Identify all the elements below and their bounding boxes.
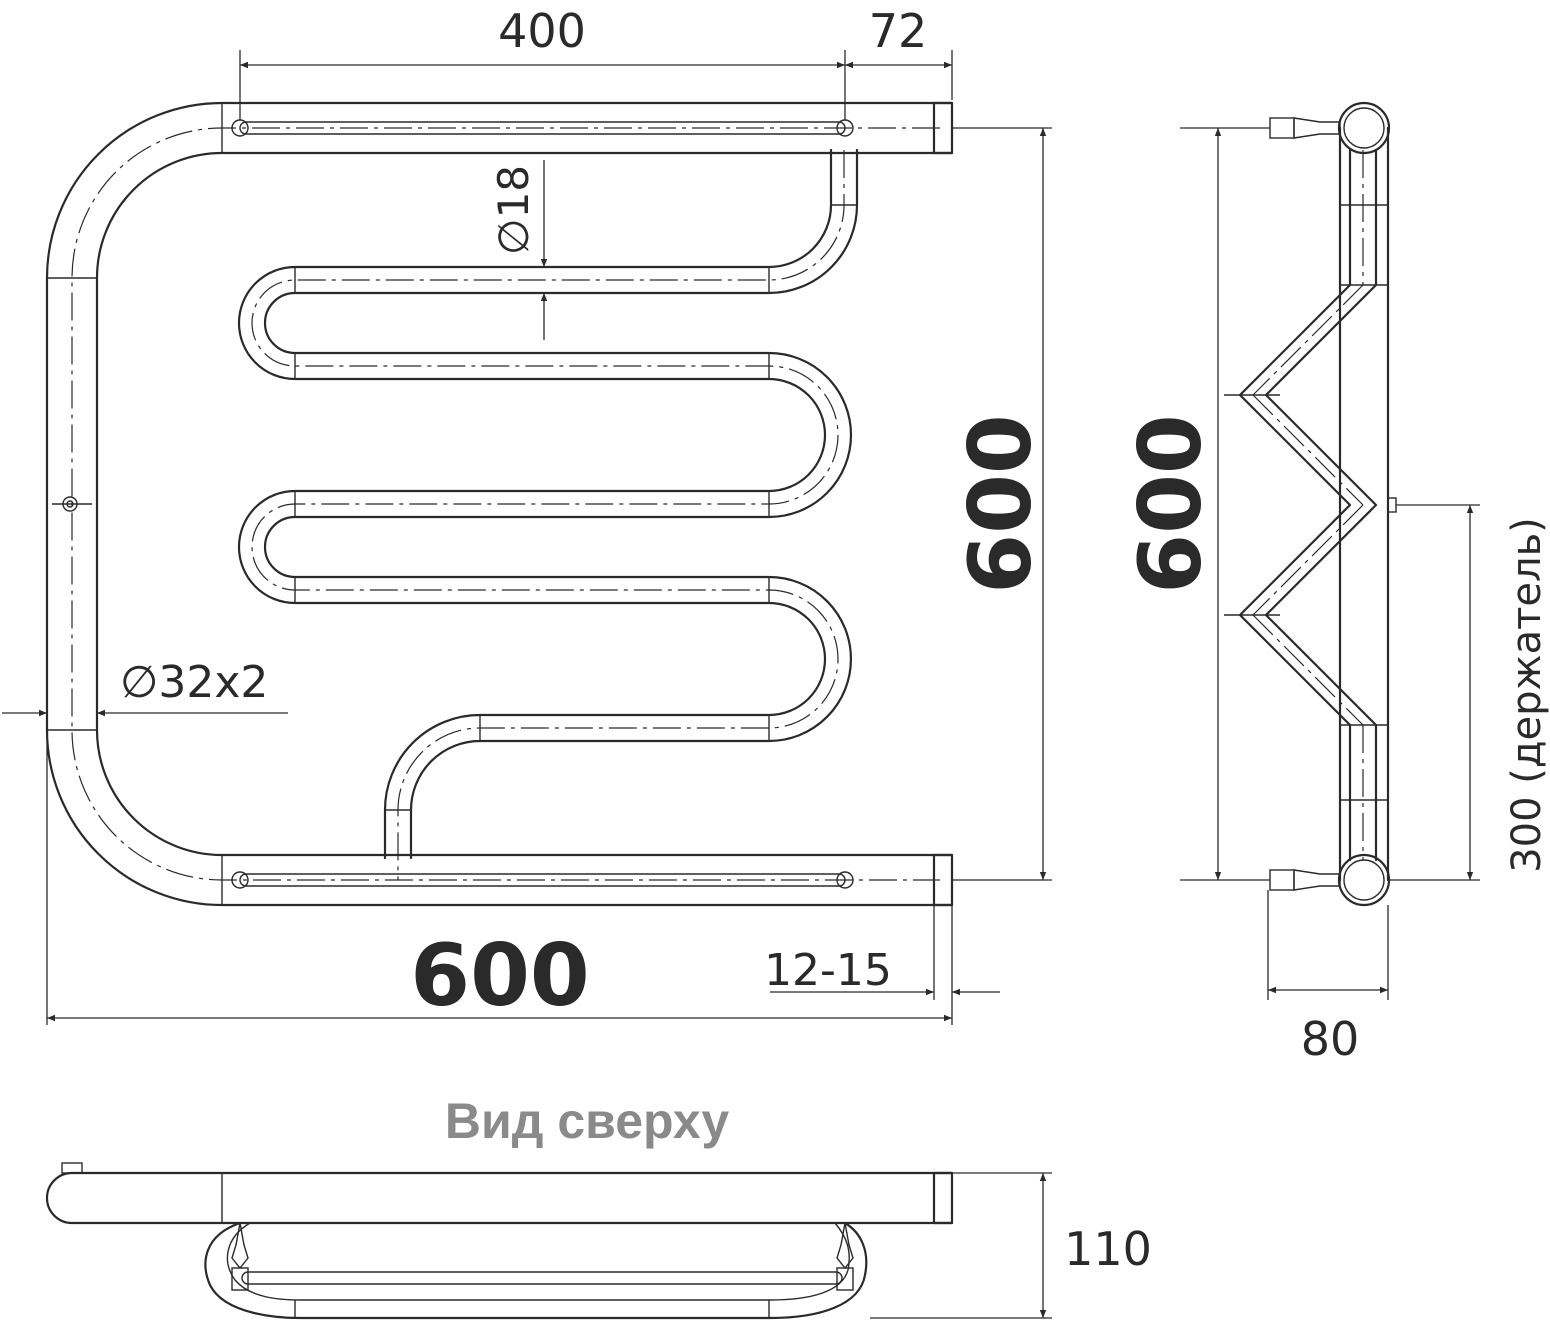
wall-bracket-icon — [1269, 869, 1295, 891]
fastener-hole-icon — [231, 871, 249, 889]
side-zigzag-pipe — [1238, 148, 1352, 862]
top-main-pipe — [45, 1171, 954, 1225]
dim-wall-gap: 12-15 — [764, 945, 892, 996]
side-dim-depth: 80 — [1301, 1012, 1360, 1066]
dim-height: 600 — [951, 414, 1051, 594]
dim-small-pipe: ∅18 — [489, 165, 538, 255]
side-dim-holder: 300 (держатель) — [1504, 517, 1550, 873]
main-pipe-outer — [45, 101, 954, 907]
dim-main-pipe: ∅32x2 — [120, 657, 268, 708]
fastener-hole-icon — [836, 871, 854, 889]
side-dim-height: 600 — [1121, 414, 1221, 594]
dim-top-width: 400 — [498, 4, 586, 58]
air-vent-icon — [61, 1162, 83, 1174]
top-view-title: Вид сверху — [445, 1093, 729, 1149]
pipe-section-icon — [1337, 101, 1391, 155]
top-dim-depth: 110 — [1064, 1222, 1152, 1276]
pipe-section-icon — [1337, 853, 1391, 907]
serpentine-centerline — [251, 150, 845, 880]
dim-top-offset: 72 — [869, 4, 928, 58]
dim-width: 600 — [410, 926, 590, 1026]
front-view: 400 72 ∅18 ∅32x2 600 600 12-15 — [2, 4, 1052, 1026]
main-pipe-inner — [95, 151, 954, 857]
top-view: Вид сверху 110 — [45, 1093, 1152, 1320]
middle-holder-icon — [1387, 497, 1397, 513]
side-view: 600 300 (держатель) 80 — [1121, 101, 1550, 1066]
wall-bracket-icon — [1269, 117, 1295, 139]
top-serpentine-outer — [204, 1221, 868, 1320]
serpentine-pipe-outer — [237, 148, 833, 860]
